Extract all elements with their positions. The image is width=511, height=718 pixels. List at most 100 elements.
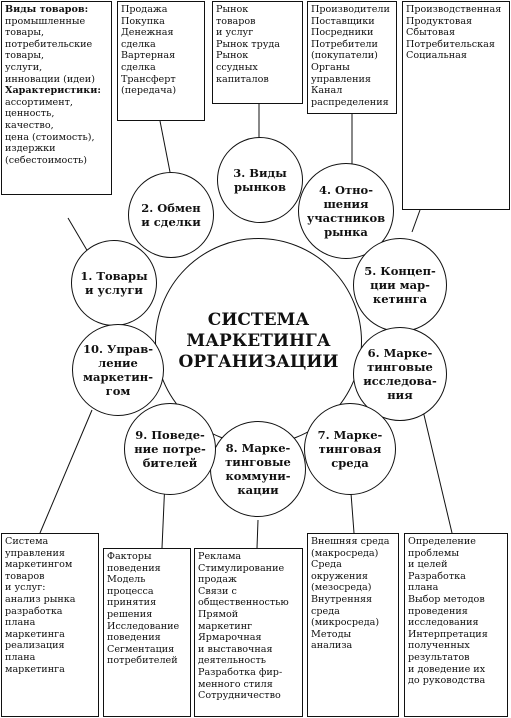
box-line: Методы xyxy=(311,628,352,640)
box-line: Трансферт xyxy=(121,73,176,85)
circle-marketing-management: 10. Управ- ление маркетин- гом xyxy=(72,324,164,416)
box-line: промышленные xyxy=(5,15,86,27)
circle-line: 9. Поведе- xyxy=(135,428,205,442)
circle-line: 7. Марке- xyxy=(317,428,383,442)
box-line: распределения xyxy=(311,96,389,108)
circle-exchange-deals: 2. Обмен и сделки xyxy=(128,172,214,258)
box-line: Система xyxy=(5,536,49,547)
circle-line: и сделки xyxy=(141,215,201,229)
box-line: Факторы xyxy=(107,551,152,562)
box-line: Определение xyxy=(408,536,476,547)
box-line: потребительские xyxy=(5,38,93,50)
box-line: (макросреда) xyxy=(311,547,379,559)
box-line: исследования xyxy=(408,617,479,629)
box-line: Покупка xyxy=(121,15,165,27)
box-line: товаров xyxy=(216,15,256,27)
box-line: Разработка xyxy=(408,570,466,582)
box-line: Реклама xyxy=(198,551,242,562)
circle-line: 6. Марке- xyxy=(367,346,433,360)
box-line: Рынок xyxy=(216,50,249,62)
box-line: Органы xyxy=(311,61,350,73)
box-line: сделка xyxy=(121,61,156,73)
circle-line: 5. Концеп- xyxy=(364,264,436,278)
box-line: Потребительская xyxy=(406,38,495,50)
circle-line: шения xyxy=(323,197,369,211)
box-line: Ярмарочная xyxy=(198,632,262,644)
circle-participant-relations: 4. Отно- шения участников рынка xyxy=(298,163,394,259)
circle-line: гом xyxy=(105,384,131,398)
box-line: Потребители xyxy=(311,38,378,50)
box-line: (передача) xyxy=(121,85,177,97)
circle-line: 1. Товары xyxy=(80,269,148,283)
box-line: Посредники xyxy=(311,27,374,39)
center-line-2: МАРКЕТИНГА xyxy=(186,331,331,351)
box-line: окружения xyxy=(311,570,368,582)
box-line: Разработка фир- xyxy=(198,666,283,678)
box-line: Рынок xyxy=(216,4,249,15)
center-line-3: ОРГАНИЗАЦИИ xyxy=(178,352,339,372)
connector-6 xyxy=(419,397,453,534)
box-line: Вартерная xyxy=(121,50,176,62)
box-line: качество, xyxy=(5,119,54,131)
circle-market-types: 3. Виды рынков xyxy=(217,137,303,223)
box-line: процесса xyxy=(107,585,154,597)
center-line-1: СИСТЕМА xyxy=(207,310,310,330)
box-line: Канал xyxy=(311,85,343,97)
box-line: услуги, xyxy=(5,61,43,73)
box-line: управления xyxy=(5,547,65,559)
box-heading: Виды товаров: xyxy=(5,4,89,15)
circle-line: кетинга xyxy=(372,292,428,306)
box-line: и выставочная xyxy=(198,643,273,655)
connector-8 xyxy=(256,519,259,549)
box-goods-characteristics: Виды товаров:промышленные товары,потребит… xyxy=(1,1,112,195)
box-line: ценность, xyxy=(5,108,55,120)
box-line: Сегментация xyxy=(107,643,175,655)
box-line: плана xyxy=(5,651,36,663)
box-line: Денежная xyxy=(121,27,174,39)
circle-line: ление xyxy=(98,356,138,370)
box-line: плана xyxy=(5,617,36,629)
circle-line: кации xyxy=(237,483,279,497)
box-line: Связи с xyxy=(198,585,237,597)
box-line: разработка xyxy=(5,605,63,617)
box-line: маркетинга xyxy=(5,628,65,640)
box-line: анализа xyxy=(311,640,353,652)
box-line: Интерпретация xyxy=(408,628,488,640)
circle-line: исследова- xyxy=(363,374,437,388)
box-line: и услуг xyxy=(216,27,254,39)
box-line: товары, xyxy=(5,50,45,62)
circle-marketing-environment: 7. Марке- тинговая среда xyxy=(304,403,396,495)
circle-goods-services: 1. Товары и услуги xyxy=(71,240,157,326)
box-line: Производственная xyxy=(406,4,502,15)
box-line: Прямой xyxy=(198,608,239,620)
box-line: Продуктовая xyxy=(406,15,473,27)
circle-marketing-communications: 8. Марке- тинговые коммуни- кации xyxy=(210,421,306,517)
box-line: проведения xyxy=(408,605,468,617)
circle-line: бителей xyxy=(142,456,198,470)
box-line: Поставщики xyxy=(311,15,375,27)
box-line: среда xyxy=(311,605,340,617)
circle-line: 8. Марке- xyxy=(225,441,291,455)
box-line: потребителей xyxy=(107,655,178,667)
circle-line: и услуги xyxy=(85,283,143,297)
box-line: реализация xyxy=(5,640,65,652)
box-line: анализ рынка xyxy=(5,593,76,605)
box-line: общественностью xyxy=(198,597,289,609)
box-line: Рынок труда xyxy=(216,38,281,50)
box-line: и услуг: xyxy=(5,582,46,594)
box-line: Внешняя среда xyxy=(311,536,390,547)
box-line: управления xyxy=(311,73,371,85)
connector-5 xyxy=(411,209,421,233)
circle-line: рынка xyxy=(324,225,368,239)
box-line: товаров xyxy=(5,570,45,582)
box-line: и целей xyxy=(408,559,448,571)
